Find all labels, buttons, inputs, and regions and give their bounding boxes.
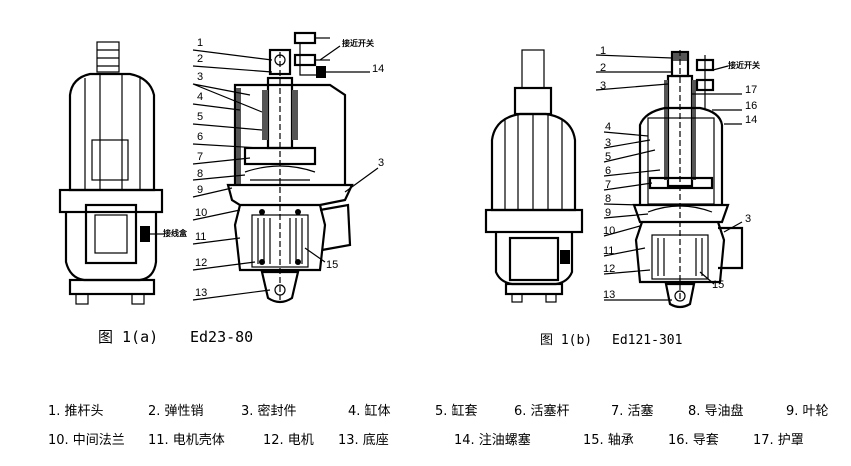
legend-item: 6. 活塞杆 [514, 404, 570, 419]
callout-a-2: 2 [197, 53, 203, 65]
callout-a-13: 13 [195, 287, 207, 299]
legend-item: 13. 底座 [338, 433, 389, 448]
legend-item: 17. 护罩 [753, 433, 804, 448]
motor-winding-hatch [257, 218, 303, 264]
callout-b-3b: 3 [605, 137, 611, 149]
callout-b-7: 7 [605, 179, 611, 191]
legend-item: 5. 缸套 [435, 404, 478, 419]
callout-a-9: 9 [197, 184, 203, 196]
callout-b-3: 3 [600, 80, 606, 92]
callout-a-1: 1 [197, 37, 203, 49]
legend-item: 7. 活塞 [611, 404, 654, 419]
legend-item: 14. 注油螺塞 [454, 433, 531, 448]
callout-b-5: 5 [605, 151, 611, 163]
callout-b-4: 4 [605, 121, 611, 133]
callout-b-14: 14 [745, 114, 757, 126]
legend-item: 10. 中间法兰 [48, 433, 125, 448]
legend-item: 2. 弹性销 [148, 404, 204, 419]
proximity-switch-label-a: 接近开关 [342, 38, 374, 48]
callout-b-16: 16 [745, 100, 757, 112]
callout-a-7: 7 [197, 151, 203, 163]
legend-item: 15. 轴承 [583, 433, 634, 448]
legend-item: 12. 电机 [263, 433, 314, 448]
callout-b-13: 13 [603, 289, 615, 301]
figure-a-section-view [226, 31, 354, 304]
callout-b-9: 9 [605, 207, 611, 219]
figure-a-callouts: 1 2 3 4 5 6 7 8 9 10 11 12 13 14 15 3 接近… [192, 37, 384, 301]
legend-item: 8. 导油盘 [688, 404, 744, 419]
callout-b-8: 8 [605, 193, 611, 205]
callout-a-6: 6 [197, 131, 203, 143]
callout-b-6: 6 [605, 165, 611, 177]
callout-a-3b: 3 [378, 157, 384, 169]
figure-a-model: Ed23-80 [190, 328, 253, 346]
legend-item: 11. 电机壳体 [148, 433, 225, 448]
callout-a-4: 4 [197, 91, 203, 103]
legend-item: 16. 导套 [668, 433, 719, 448]
callout-b-10: 10 [603, 225, 615, 237]
figure-a-external-view: 接线盒 [58, 41, 188, 305]
figure-b-callouts: 1 2 3 4 3 5 6 7 8 9 10 11 12 13 17 16 14… [595, 45, 760, 301]
callout-a-11: 11 [195, 231, 206, 243]
figure-b-caption: 图 1(b) [540, 333, 592, 348]
legend-item: 3. 密封件 [241, 404, 297, 419]
callout-a-15: 15 [326, 259, 338, 271]
figure-b-model: Ed121-301 [612, 333, 682, 348]
figure-a-caption: 图 1(a) [98, 328, 158, 346]
callout-b-17: 17 [745, 84, 757, 96]
proximity-switch-label-b: 接近开关 [728, 60, 760, 70]
terminal-box-label: 接线盒 [163, 228, 188, 238]
callout-a-5: 5 [197, 111, 203, 123]
callout-b-12: 12 [603, 263, 615, 275]
legend-item: 1. 推杆头 [48, 404, 104, 419]
callout-a-8: 8 [197, 168, 203, 180]
callout-a-12: 12 [195, 257, 207, 269]
figure-b-section-view [632, 50, 744, 309]
legend-item: 9. 叶轮 [786, 404, 829, 419]
callout-b-1: 1 [600, 45, 606, 57]
callout-b-3c: 3 [745, 213, 751, 225]
legend-item: 4. 缸体 [348, 404, 391, 419]
callout-b-15: 15 [712, 279, 724, 291]
callout-a-14: 14 [372, 63, 384, 75]
figure-b-external-view [484, 49, 584, 303]
callout-b-11: 11 [603, 245, 614, 257]
callout-a-3: 3 [197, 71, 203, 83]
callout-b-2: 2 [600, 62, 606, 74]
callout-a-10: 10 [195, 207, 207, 219]
